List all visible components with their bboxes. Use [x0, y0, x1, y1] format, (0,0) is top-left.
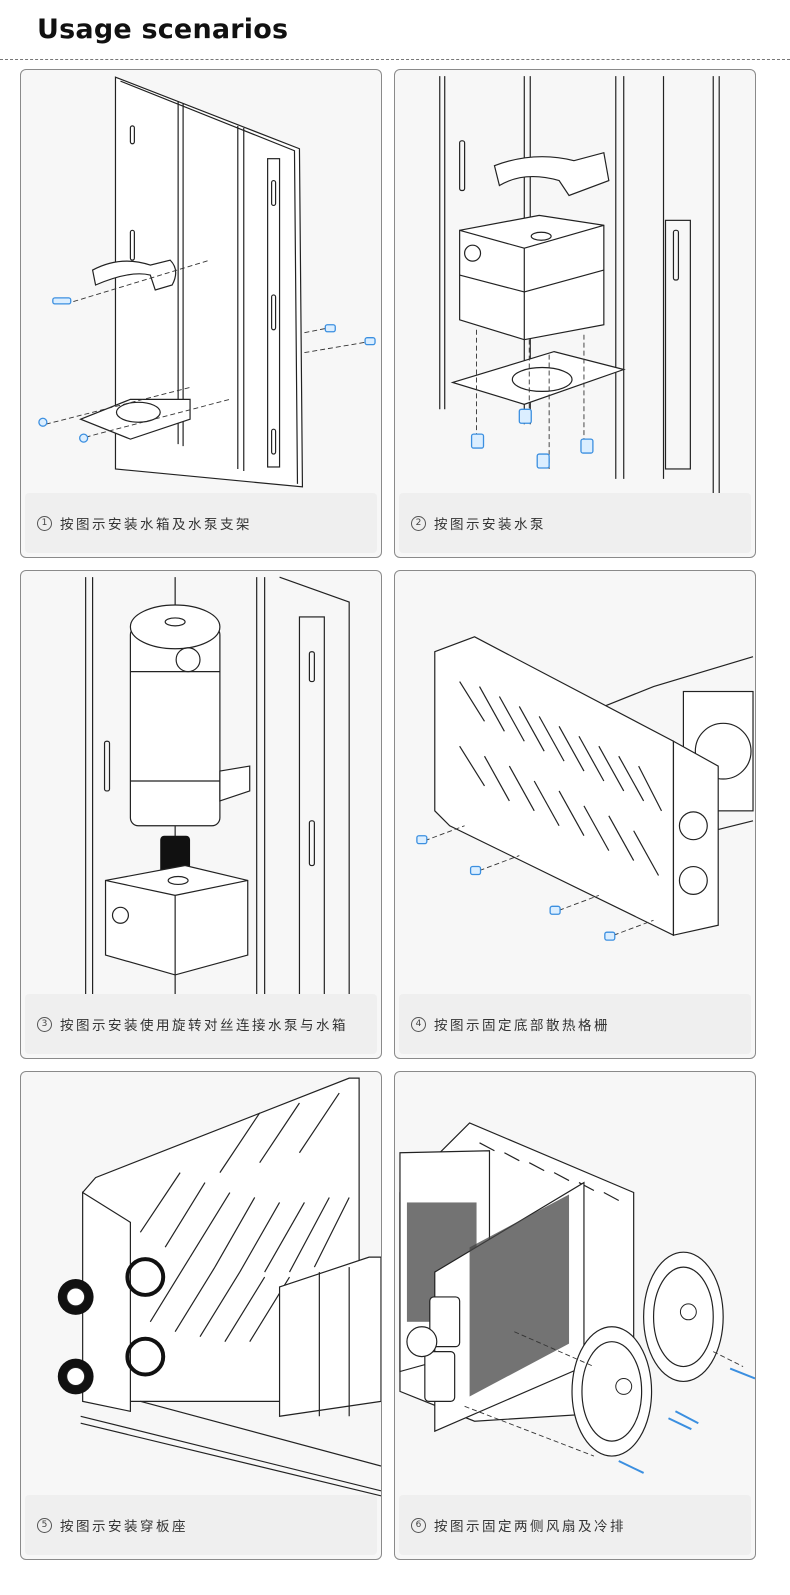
- step-number-badge: 6: [411, 1517, 426, 1533]
- fans-radiator-diagram: [399, 1122, 755, 1474]
- step-caption: 3 按图示安装使用旋转对丝连接水泵与水箱: [25, 994, 377, 1054]
- screw-icon: [416, 835, 616, 941]
- step-caption-text: 按图示安装使用旋转对丝连接水泵与水箱: [60, 1018, 348, 1034]
- bottom-grille-diagram: [416, 636, 754, 941]
- step-card-1: 1 按图示安装水箱及水泵支架: [20, 69, 382, 558]
- step-card-4: 4 按图示固定底部散热格栅: [394, 570, 756, 1059]
- step-caption: 2 按图示安装水泵: [399, 493, 751, 553]
- step-number-badge: 4: [411, 1016, 426, 1032]
- step-caption-text: 按图示安装水箱及水泵支架: [60, 517, 252, 533]
- step-caption: 1 按图示安装水箱及水泵支架: [25, 493, 377, 553]
- pump-mounting-diagram: [439, 76, 720, 494]
- step-number-badge: 3: [37, 1016, 52, 1032]
- bulkhead-fitting-diagram: [57, 1077, 381, 1497]
- step-caption-text: 按图示安装水泵: [434, 517, 546, 533]
- grille-slots: [459, 681, 663, 876]
- step-number-badge: 1: [37, 515, 52, 531]
- page-title: Usage scenarios: [37, 14, 289, 45]
- step-caption-text: 按图示固定底部散热格栅: [434, 1018, 610, 1034]
- screw-icon: [38, 297, 376, 443]
- step-caption: 4 按图示固定底部散热格栅: [399, 994, 751, 1054]
- step-caption: 6 按图示固定两侧风扇及冷排: [399, 1495, 751, 1555]
- step-card-5: 5 按图示安装穿板座: [20, 1071, 382, 1560]
- step-card-6: 6 按图示固定两侧风扇及冷排: [394, 1071, 756, 1560]
- step-caption: 5 按图示安装穿板座: [25, 1495, 377, 1555]
- bracket-mounting-diagram: [38, 76, 376, 488]
- step-number-badge: 5: [37, 1517, 52, 1533]
- reservoir-pump-connection-diagram: [85, 576, 350, 996]
- title-divider: [0, 59, 790, 60]
- step-card-2: 2 按图示安装水泵: [394, 69, 756, 558]
- step-card-3: 3 按图示安装使用旋转对丝连接水泵与水箱: [20, 570, 382, 1059]
- screw-icon: [618, 1367, 755, 1474]
- step-number-badge: 2: [411, 515, 426, 531]
- step-caption-text: 按图示固定两侧风扇及冷排: [434, 1519, 626, 1535]
- screw-icon: [470, 408, 594, 469]
- step-caption-text: 按图示安装穿板座: [60, 1519, 188, 1535]
